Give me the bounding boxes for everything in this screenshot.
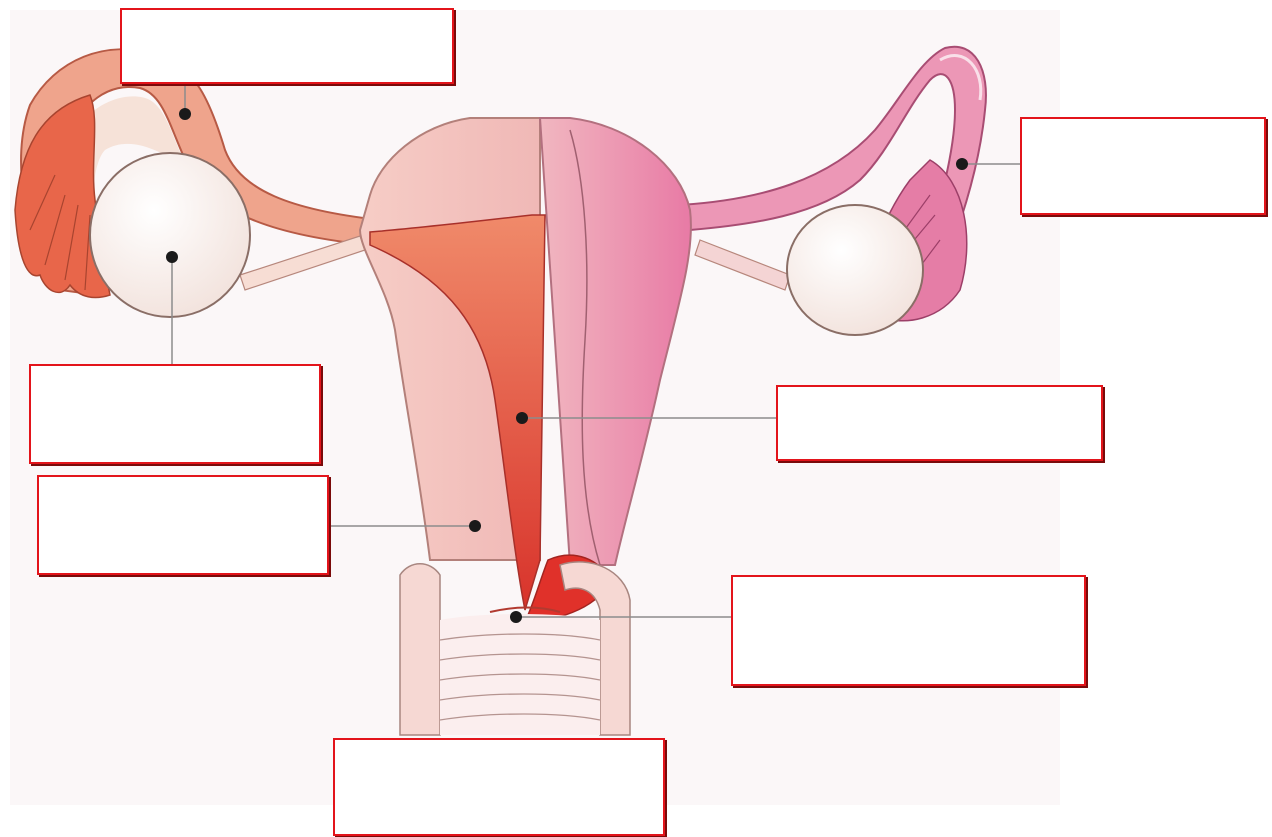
- label-box-right-middle[interactable]: [776, 385, 1103, 461]
- pointer-dot-ovary: [166, 251, 178, 263]
- label-box-text: [122, 10, 452, 22]
- label-box-left-upper[interactable]: [29, 364, 321, 464]
- label-box-left-lower[interactable]: [37, 475, 329, 575]
- pointer-dot-myometrium: [469, 520, 481, 532]
- label-box-text: [1022, 119, 1264, 131]
- label-box-text: [31, 366, 319, 378]
- right-ovary: [787, 205, 923, 335]
- label-box-bottom[interactable]: [333, 738, 665, 836]
- label-box-right-lower[interactable]: [731, 575, 1086, 686]
- left-ovary: [90, 153, 250, 317]
- label-box-text: [39, 477, 327, 489]
- pointer-dot-cervix: [510, 611, 522, 623]
- pointer-dot-fallopian-tube: [179, 108, 191, 120]
- pointer-dot-fimbriae: [956, 158, 968, 170]
- label-box-top-left[interactable]: [120, 8, 454, 84]
- label-box-text: [335, 740, 663, 752]
- label-box-top-right[interactable]: [1020, 117, 1266, 215]
- label-box-text: [778, 387, 1101, 399]
- pointer-dot-endometrium: [516, 412, 528, 424]
- label-box-text: [733, 577, 1084, 589]
